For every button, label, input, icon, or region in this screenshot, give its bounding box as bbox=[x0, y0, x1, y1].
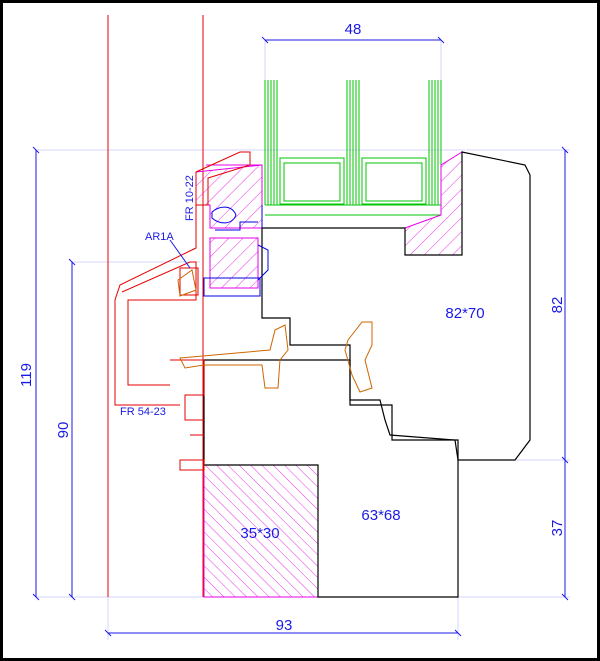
section-sill: 35*30 bbox=[240, 525, 279, 542]
frame-profile bbox=[203, 359, 459, 598]
red-window-board bbox=[114, 151, 251, 471]
dimension-lines bbox=[32, 36, 569, 637]
dim-bottom-width: 93 bbox=[276, 617, 293, 634]
label-fr-bottom: FR 54-23 bbox=[120, 406, 166, 418]
section-frame: 63*68 bbox=[361, 507, 400, 524]
dim-right-height: 82 bbox=[549, 297, 566, 314]
section-sash: 82*70 bbox=[445, 305, 484, 322]
dim-top-width: 48 bbox=[345, 21, 362, 38]
dim-left-outer: 119 bbox=[18, 363, 35, 387]
sash-profile bbox=[261, 151, 531, 461]
label-fr-top: FR 10-22 bbox=[184, 175, 196, 221]
blue-seals bbox=[203, 205, 269, 297]
section-drawing: 48 82 37 93 119 90 82*70 63*68 35*30 AR1… bbox=[18, 15, 570, 640]
dim-left-inner: 90 bbox=[55, 422, 72, 439]
red-reference-lines bbox=[107, 15, 204, 597]
glazing-unit bbox=[264, 80, 442, 216]
dim-bottom-right: 37 bbox=[549, 520, 566, 537]
label-ar1a: AR1A bbox=[145, 231, 174, 243]
gasket-profile bbox=[177, 269, 373, 393]
hatched-zones bbox=[195, 151, 463, 598]
